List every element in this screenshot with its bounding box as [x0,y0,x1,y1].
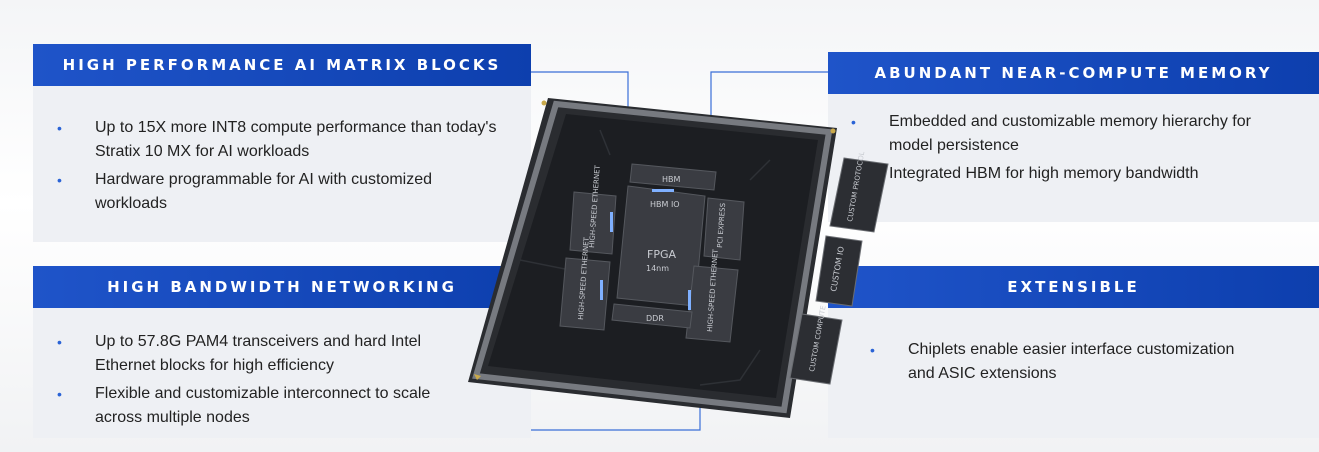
networking-bullet-2: Flexible and customizable interconnect t… [57,382,477,430]
hbm-die [629,163,717,191]
extensible-header: EXTENSIBLE [828,266,1319,308]
chiplet-custom-io [815,235,863,307]
hbm-label: HBM [662,175,681,184]
ethernet-left-bottom-die [559,257,611,331]
extensible-bullets: Chiplets enable easier interface customi… [870,338,1260,390]
hbm-io-label: HBM IO [650,200,680,209]
fpga-label: FPGA [647,248,676,261]
extensible-bullet-1: Chiplets enable easier interface customi… [870,338,1260,386]
ai-matrix-bullet-1: Up to 15X more INT8 compute performance … [57,116,497,164]
ai-matrix-bullets: Up to 15X more INT8 compute performance … [57,116,497,220]
ai-matrix-header: HIGH PERFORMANCE AI MATRIX BLOCKS [33,44,531,86]
chiplet-custom-compute [789,313,843,385]
ethernet-left-top-die [569,191,617,255]
ai-matrix-bullet-2: Hardware programmable for AI with custom… [57,168,497,216]
networking-header: HIGH BANDWIDTH NETWORKING [33,266,531,308]
chiplet-custom-protocol [829,157,889,233]
memory-bullet-1: Embedded and customizable memory hierarc… [851,110,1271,158]
pci-express-die [703,197,745,261]
ddr-die [611,303,693,329]
memory-header: ABUNDANT NEAR-COMPUTE MEMORY [828,52,1319,94]
networking-bullets: Up to 57.8G PAM4 transceivers and hard I… [57,330,477,434]
pci-express-label: PCI EXPRESS [716,202,727,248]
ddr-label: DDR [646,314,664,323]
fpga-node-label: 14nm [646,264,669,273]
memory-bullets: Embedded and customizable memory hierarc… [851,110,1271,190]
networking-bullet-1: Up to 57.8G PAM4 transceivers and hard I… [57,330,477,378]
chip-lid-rim [472,100,833,414]
